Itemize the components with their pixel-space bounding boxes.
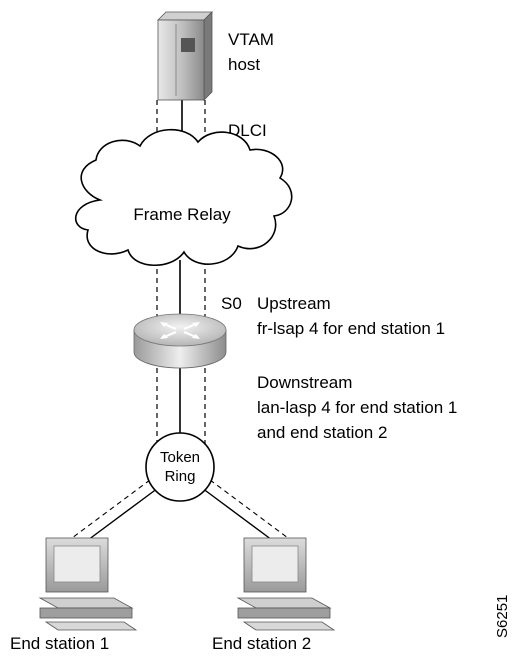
ring-station2-link [201,479,289,541]
upstream-detail: fr-lsap 4 for end station 1 [257,319,445,338]
token-ring-icon [145,432,215,502]
router-icon [133,313,227,369]
downstream-detail-line1: lan-lasp 4 for end station 1 [257,398,457,417]
downstream-title: Downstream [257,373,352,392]
s0-interface-label: S0 [221,294,242,313]
router-ring-link [156,368,206,448]
ring-label-line1: Token [160,449,200,466]
host-label-line1: VTAM [228,30,274,49]
frame-relay-cloud-icon [74,128,293,266]
end-station-1-label: End station 1 [10,634,109,653]
cloud-label: Frame Relay [133,205,231,224]
host-label-line2: host [228,55,260,74]
downstream-detail-line2: and end station 2 [257,423,387,442]
ring-station1-link [71,479,159,541]
figure-id-label: S6251 [494,595,511,638]
ring-label-line2: Ring [165,468,196,485]
end-station-2-label: End station 2 [212,634,311,653]
vtam-host-icon [157,11,213,101]
cloud-router-link [156,260,206,320]
end-station-2-icon [236,537,336,631]
end-station-1-icon [38,537,138,631]
upstream-title: Upstream [257,294,331,313]
